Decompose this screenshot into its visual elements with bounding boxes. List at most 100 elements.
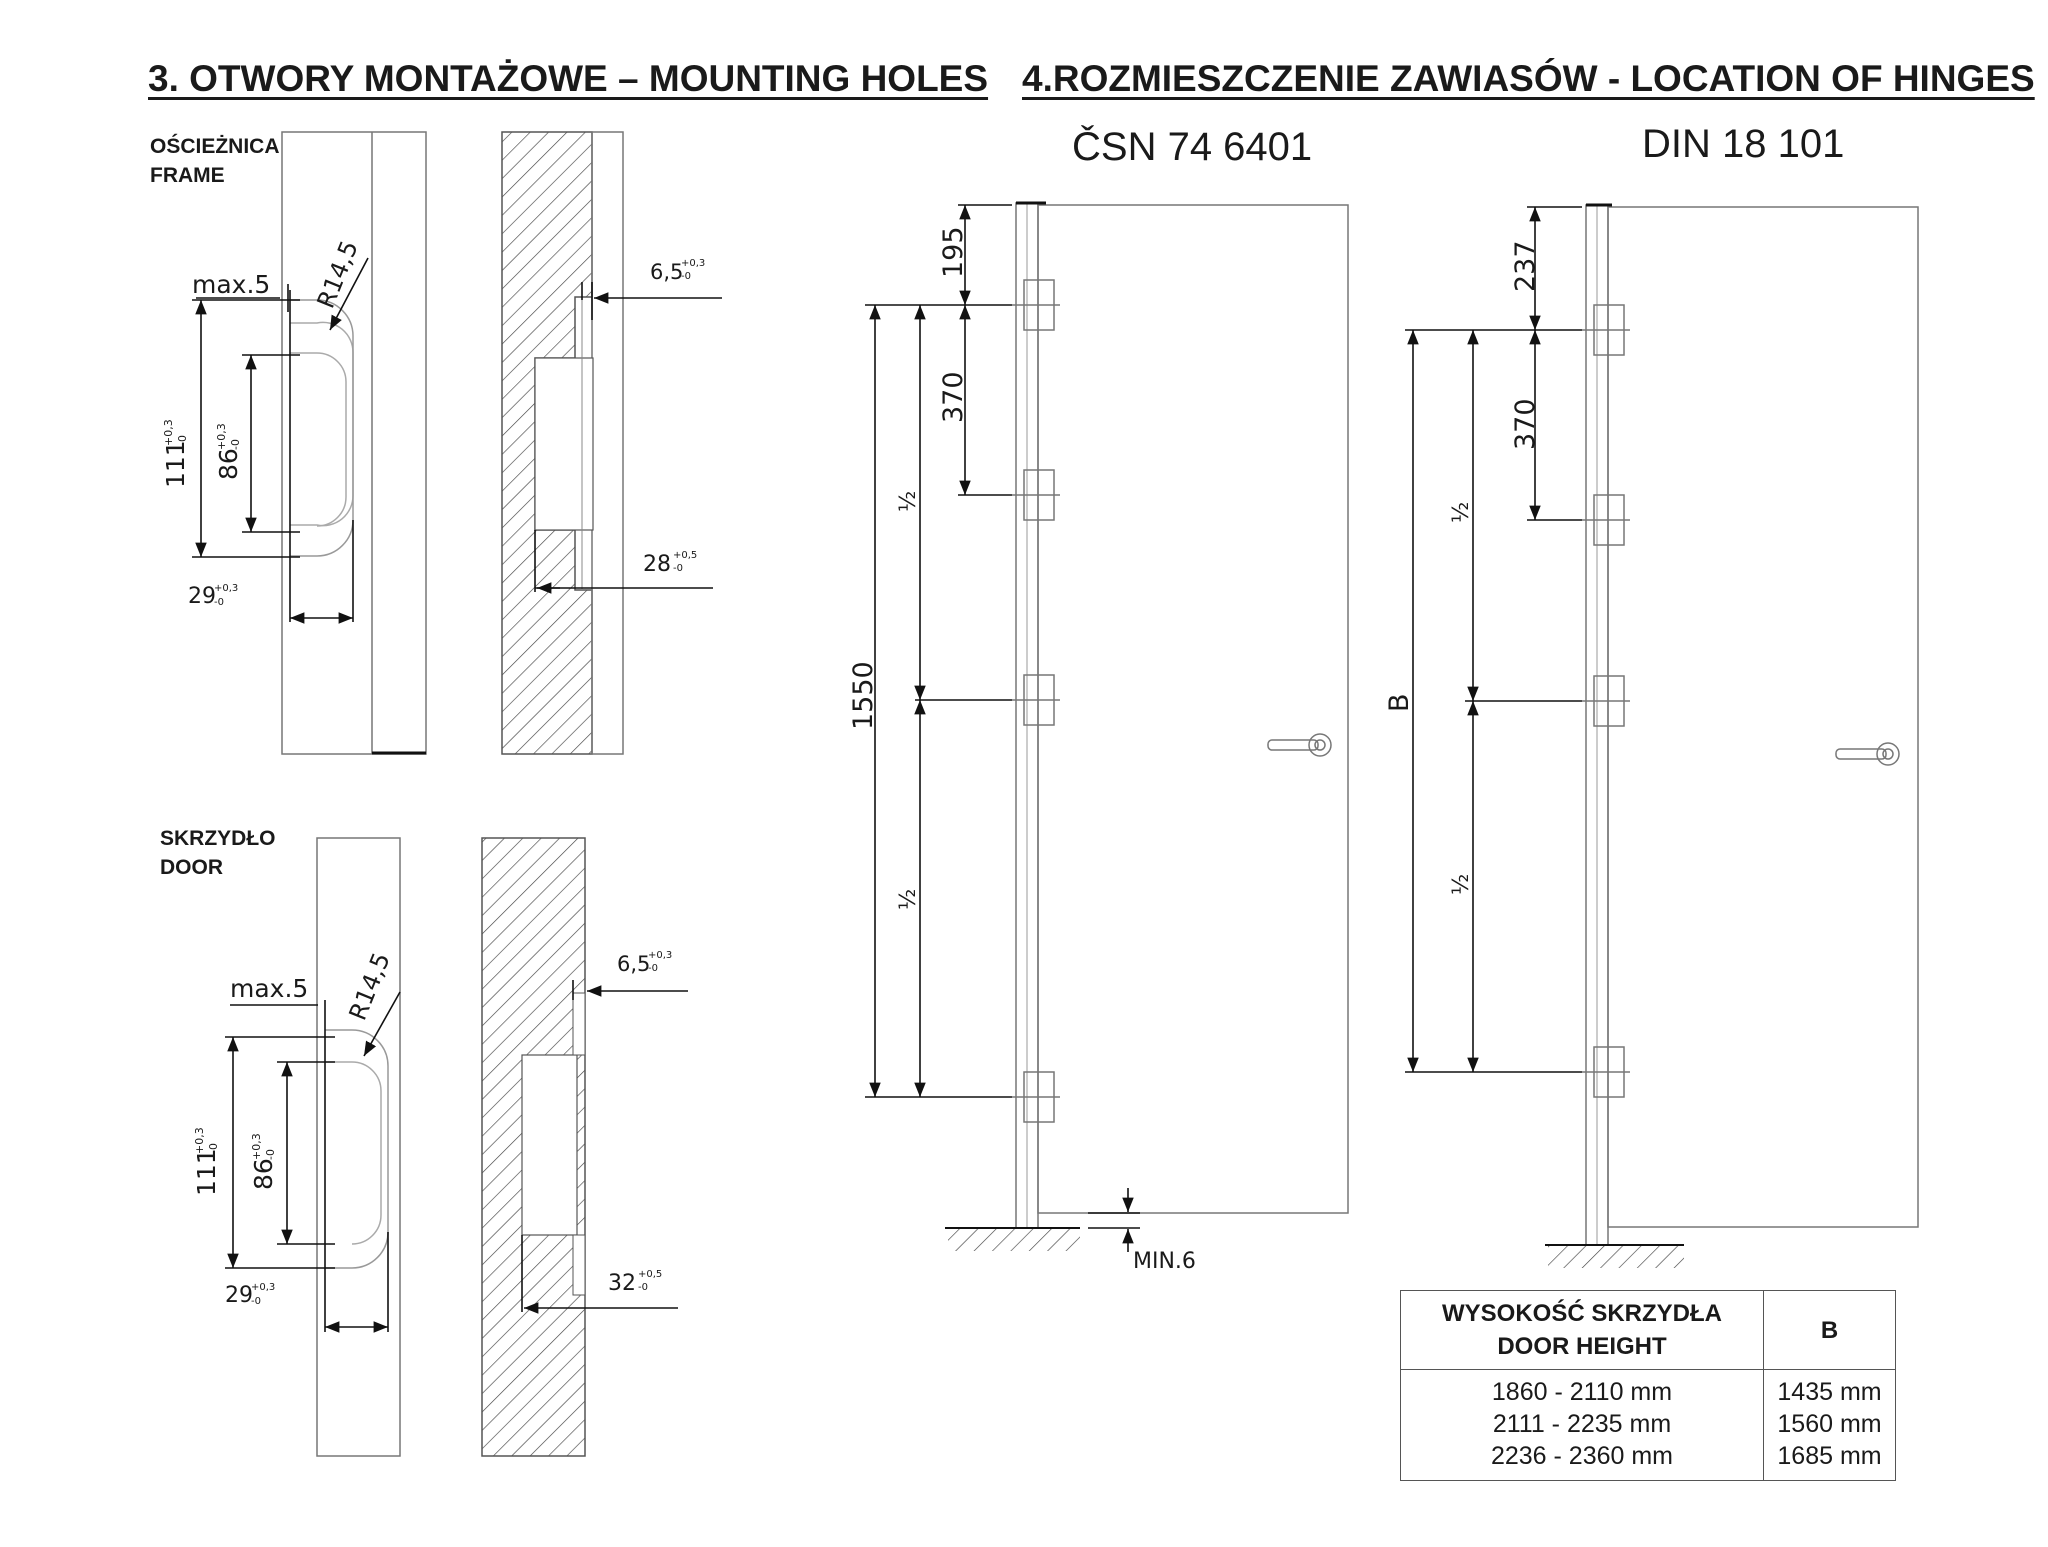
table-cell: 1860 - 2110 mm	[1491, 1378, 1673, 1406]
svg-text:-0: -0	[214, 597, 224, 608]
svg-text:6,5: 6,5	[617, 952, 650, 976]
table-row: 1860 - 2110 mm 2111 - 2235 mm 2236 - 236…	[1400, 1369, 1896, 1481]
frame-section-dimensions	[534, 282, 722, 594]
header-range-pl: WYSOKOŚĆ SKRZYDŁA	[1441, 1300, 1722, 1327]
svg-text:+0,3: +0,3	[215, 423, 228, 450]
csn-handle	[1267, 733, 1332, 757]
csn-total-dimension: 1550	[848, 661, 879, 730]
standard-csn-label: ČSN 74 6401	[1072, 125, 1313, 169]
svg-text:-0: -0	[681, 271, 691, 282]
door-dimensions	[225, 991, 401, 1333]
din-door-elevation	[1545, 203, 1919, 1268]
svg-text:+0,3: +0,3	[648, 950, 672, 961]
din-spacing-dimension: 370	[1510, 398, 1541, 450]
door-depth-dimension: 32 +0,5 -0	[608, 1269, 662, 1296]
door-max5-label: max.5	[230, 974, 308, 1003]
header-range-en: DOOR HEIGHT	[1497, 1333, 1667, 1360]
din-handle	[1835, 742, 1900, 766]
frame-111-dimension: 111 +0,3 -0	[161, 419, 190, 488]
standard-din-label: DIN 18 101	[1642, 122, 1845, 166]
svg-text:+0,3: +0,3	[214, 583, 238, 594]
din-top-dimension: 237	[1510, 240, 1541, 292]
csn-half-upper: ½	[896, 491, 921, 512]
frame-depth-dimension: 28 +0,5 -0	[643, 550, 697, 577]
section-title-mounting-holes: 3. OTWORY MONTAŻOWE – MOUNTING HOLES	[148, 58, 989, 99]
door-label: SKRZYDŁO DOOR	[160, 824, 276, 882]
din-hinge-2	[1582, 494, 1630, 546]
svg-text:+0,3: +0,3	[250, 1133, 263, 1160]
door-label-pl: SKRZYDŁO	[160, 827, 276, 850]
csn-hinge-3	[1012, 674, 1060, 726]
svg-text:86: 86	[249, 1158, 278, 1190]
frame-29-dimension: 29 +0,3 -0	[188, 583, 238, 609]
svg-text:-0: -0	[648, 963, 658, 974]
svg-text:-0: -0	[673, 563, 683, 574]
door-111-dimension: 111 +0,3 -0	[192, 1127, 221, 1196]
svg-text:-0: -0	[638, 1282, 648, 1293]
frame-label-en: FRAME	[150, 164, 225, 187]
csn-half-lower: ½	[896, 889, 921, 910]
frame-86-dimension: 86 +0,3 -0	[214, 423, 243, 480]
table-cell: 2236 - 2360 mm	[1490, 1442, 1674, 1470]
svg-text:111: 111	[192, 1148, 221, 1196]
frame-radius-label: R14,5	[312, 237, 364, 313]
svg-text:-0: -0	[251, 1296, 261, 1307]
table-header-b: B	[1763, 1290, 1896, 1370]
table-cell: 1685 mm	[1777, 1442, 1882, 1470]
csn-spacing-dimension: 370	[938, 371, 969, 423]
svg-text:+0,3: +0,3	[681, 258, 705, 269]
svg-text:+0,5: +0,5	[673, 550, 697, 561]
svg-text:32: 32	[608, 1271, 636, 1296]
din-dimensions	[1405, 206, 1582, 1073]
frame-front-view	[281, 131, 427, 755]
svg-text:+0,5: +0,5	[638, 1269, 662, 1280]
svg-text:+0,3: +0,3	[193, 1127, 206, 1154]
din-hinge-3	[1582, 675, 1630, 727]
door-6-5-dimension: 6,5 +0,3 -0	[617, 950, 672, 976]
table-cell: 2111 - 2235 mm	[1492, 1410, 1672, 1438]
svg-text:-0: -0	[229, 439, 242, 450]
csn-dimensions	[865, 204, 1140, 1252]
din-hinge-1	[1582, 304, 1630, 356]
csn-min-gap-label: MIN.6	[1133, 1249, 1196, 1274]
frame-max5-label: max.5	[192, 270, 270, 299]
frame-dimensions	[192, 257, 369, 624]
csn-hinge-2	[1012, 469, 1060, 521]
table-b-cell: 1435 mm 1560 mm 1685 mm	[1763, 1369, 1896, 1481]
csn-hinge-1	[1012, 279, 1060, 331]
table-cell: 1435 mm	[1777, 1378, 1882, 1406]
csn-top-dimension: 195	[938, 226, 969, 278]
svg-text:+0,3: +0,3	[162, 419, 175, 446]
table-range-cell: 1860 - 2110 mm 2111 - 2235 mm 2236 - 236…	[1400, 1369, 1764, 1481]
din-total-dimension: B	[1384, 693, 1415, 712]
svg-text:+0,3: +0,3	[251, 1282, 275, 1293]
csn-hinge-4	[1012, 1071, 1060, 1123]
frame-label-pl: OŚCIEŻNICA	[150, 135, 280, 158]
din-half-lower: ½	[1449, 874, 1474, 895]
frame-section-view	[501, 131, 624, 755]
svg-text:29: 29	[188, 584, 216, 609]
svg-text:28: 28	[643, 552, 671, 577]
din-hinge-4	[1582, 1046, 1630, 1098]
svg-text:-0: -0	[207, 1143, 220, 1154]
csn-door-elevation	[945, 201, 1349, 1251]
door-height-table: WYSOKOŚĆ SKRZYDŁA DOOR HEIGHT B 1860 - 2…	[1400, 1290, 1896, 1481]
table-header-row: WYSOKOŚĆ SKRZYDŁA DOOR HEIGHT B	[1400, 1290, 1896, 1370]
svg-text:29: 29	[225, 1283, 253, 1308]
frame-label: OŚCIEŻNICA FRAME	[150, 132, 280, 190]
frame-6-5-dimension: 6,5 +0,3 -0	[650, 258, 705, 284]
svg-text:111: 111	[161, 440, 190, 488]
door-front-view	[316, 837, 401, 1457]
door-label-en: DOOR	[160, 856, 223, 879]
svg-text:-0: -0	[264, 1149, 277, 1160]
svg-text:6,5: 6,5	[650, 260, 683, 284]
door-86-dimension: 86 +0,3 -0	[249, 1133, 278, 1190]
din-half-upper: ½	[1449, 502, 1474, 523]
door-section-dimensions	[521, 980, 688, 1314]
table-header-range: WYSOKOŚĆ SKRZYDŁA DOOR HEIGHT	[1400, 1290, 1764, 1370]
svg-text:86: 86	[214, 448, 243, 480]
table-cell: 1560 mm	[1777, 1410, 1882, 1438]
door-section-view	[481, 837, 586, 1457]
section-title-hinge-location: 4.ROZMIESZCZENIE ZAWIASÓW - LOCATION OF …	[1022, 58, 2035, 99]
